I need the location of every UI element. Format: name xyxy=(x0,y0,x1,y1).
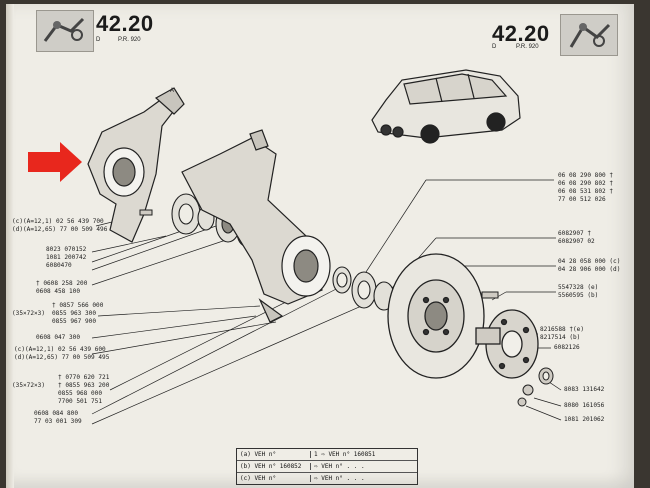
stub-axle-carrier: A xyxy=(87,87,185,243)
left-page-number: 42.20 xyxy=(96,11,154,36)
part-label-group: (c)(A=12,1) 02 56 439 600(d)(A=12,65) 77… xyxy=(14,346,110,361)
part-label-group: (c)(A=12,1) 02 56 439 700(d)(A=12,65) 77… xyxy=(12,218,108,233)
part-label-group: 8216588 †(e)8217514 (b) xyxy=(540,326,585,341)
part-label-group: 04 28 058 000 (c)04 28 906 000 (d) xyxy=(558,258,621,273)
table-row: (b) VEH n° 160852⇨ VEH n° . . . xyxy=(237,461,417,473)
wheel-hub xyxy=(475,309,539,379)
part-label-side: (35×72×3) xyxy=(12,382,46,389)
suspension-thumb-icon xyxy=(569,23,611,48)
part-label: 8080 161056 xyxy=(564,402,605,409)
suspension-thumb-icon xyxy=(43,17,85,42)
part-label: 6082126 xyxy=(554,344,580,351)
table-row: (c) VEH n°⇨ VEH n° . . . xyxy=(237,473,417,484)
vehicle-range-table: (a) VEH n°1 ⇨ VEH n° 160851 (b) VEH n° 1… xyxy=(236,448,418,485)
part-label: 0608 047 300 xyxy=(36,334,81,341)
part-label: 1081 201062 xyxy=(564,416,605,423)
part-label-group: 5547328 (e)5560595 (b) xyxy=(558,284,599,299)
table-row: (a) VEH n°1 ⇨ VEH n° 160851 xyxy=(237,449,417,461)
red-arrow-icon xyxy=(28,142,82,182)
right-ref: P.R. 920 xyxy=(516,44,539,50)
marker-a: A xyxy=(170,88,174,94)
left-d: D xyxy=(96,37,101,43)
brake-disc xyxy=(387,253,485,379)
right-thumbnail xyxy=(560,14,618,56)
left-ref: P.R. 920 xyxy=(118,37,141,43)
part-label-group: 06 08 290 800 †06 08 290 802 †06 08 531 … xyxy=(558,172,614,203)
left-thumbnail xyxy=(36,10,94,52)
car-icon xyxy=(371,69,521,144)
hub-carrier xyxy=(181,129,331,323)
part-label-group: 6082907 †6082907 02 xyxy=(558,230,595,245)
exploded-diagram: A xyxy=(28,69,562,425)
right-d: D xyxy=(492,44,497,50)
page-edge xyxy=(6,4,14,488)
catalog-page: 42.20 D P.R. 920 42.20 D P.R. 920 xyxy=(6,4,634,488)
part-label-side: (35×72×3) xyxy=(12,310,46,317)
part-label: 8083 131642 xyxy=(564,386,605,393)
right-page-number: 42.20 xyxy=(492,21,550,46)
